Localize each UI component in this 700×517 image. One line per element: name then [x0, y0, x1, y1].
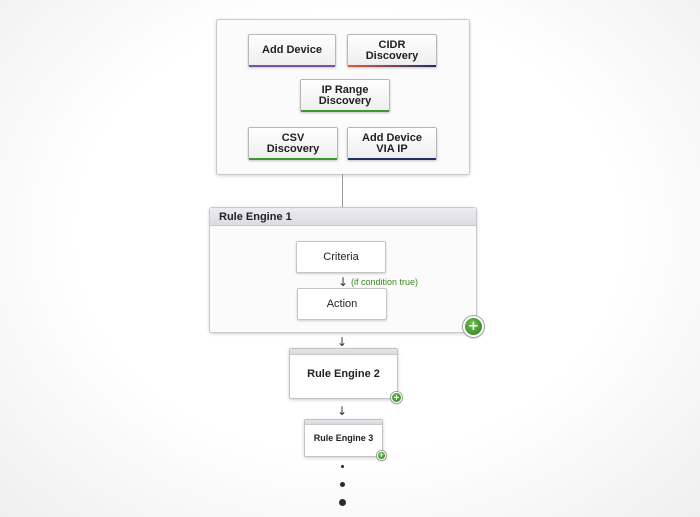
discovery-panel: Add Device CIDR Discovery IP Range Disco… — [216, 19, 470, 175]
action-label: Action — [326, 298, 358, 310]
criteria-box[interactable]: Criteria — [296, 241, 386, 273]
criteria-label: Criteria — [323, 251, 359, 263]
arrow-down-icon: ↓ — [338, 275, 349, 289]
rule-engine-3-label: Rule Engine 3 — [313, 433, 374, 443]
continuation-dot — [339, 499, 346, 506]
rule-engine-2-label: Rule Engine 2 — [307, 367, 380, 380]
rule-engine-1-title: Rule Engine 1 — [210, 208, 476, 226]
add-device-button[interactable]: Add Device — [248, 34, 336, 67]
arrow-down-icon: ↓ — [337, 404, 348, 418]
csv-discovery-label: CSV Discovery — [266, 131, 320, 155]
add-device-via-ip-button[interactable]: Add Device VIA IP — [347, 127, 437, 160]
action-box[interactable]: Action — [297, 288, 387, 320]
cidr-discovery-label: CIDR Discovery — [365, 38, 419, 62]
continuation-dot — [341, 465, 344, 468]
arrow-down-icon: ↓ — [337, 335, 348, 349]
rule-engine-3-box[interactable]: Rule Engine 3 + — [304, 419, 386, 460]
ip-range-discovery-button[interactable]: IP Range Discovery — [300, 79, 390, 112]
rule-engine-1-panel: Rule Engine 1 Criteria ↓ (if condition t… — [209, 207, 484, 337]
condition-note: (if condition true) — [351, 277, 419, 287]
rule-engine-2-box[interactable]: Rule Engine 2 + — [289, 348, 402, 403]
csv-discovery-button[interactable]: CSV Discovery — [248, 127, 338, 160]
add-rule-icon[interactable]: + — [463, 316, 484, 337]
add-device-via-ip-label: Add Device VIA IP — [362, 131, 422, 155]
connector-line — [342, 174, 343, 208]
ip-range-discovery-label: IP Range Discovery — [318, 83, 372, 107]
cidr-discovery-button[interactable]: CIDR Discovery — [347, 34, 437, 67]
add-device-label: Add Device — [262, 44, 322, 56]
continuation-dot — [340, 482, 345, 487]
add-rule-icon[interactable]: + — [391, 392, 402, 403]
add-rule-icon[interactable]: + — [377, 451, 386, 460]
